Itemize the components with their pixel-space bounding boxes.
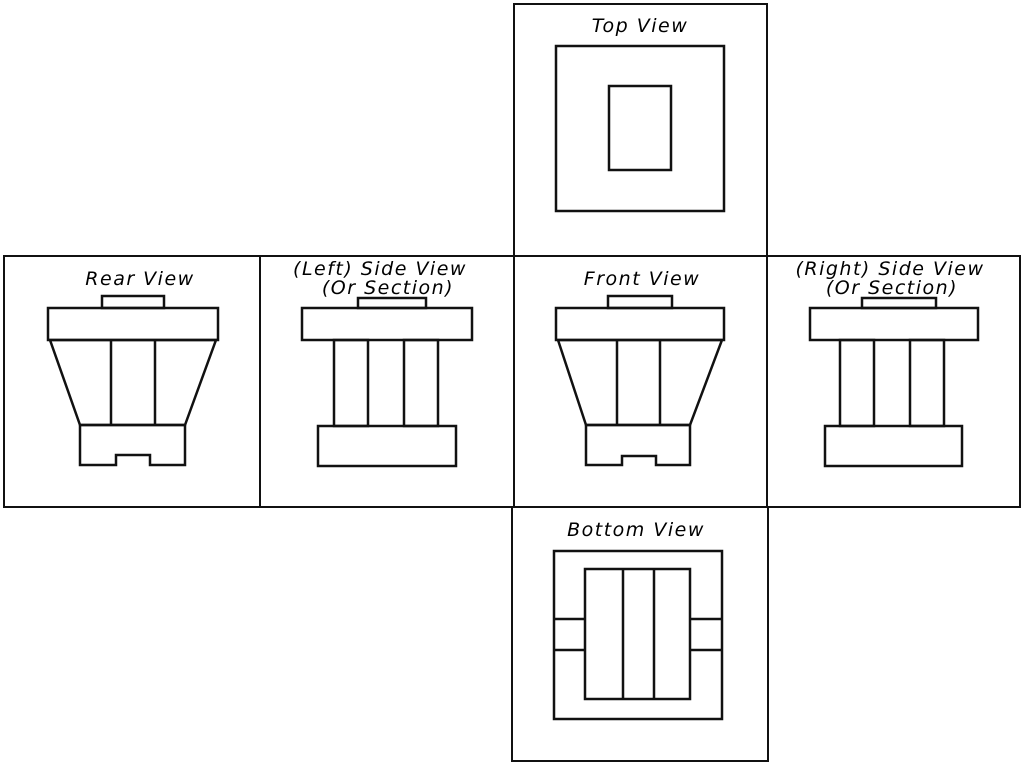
right-side-view-top-knob <box>860 296 938 310</box>
left-side-view-panel: (Left) Side View (Or Section) <box>259 255 515 508</box>
bottom-view-frame <box>511 506 769 762</box>
rear-view-cap <box>46 306 220 342</box>
top-view-inner-rect <box>607 84 673 172</box>
right-side-view-web-right <box>908 338 946 428</box>
top-view-outer-square <box>554 44 726 213</box>
left-side-view-web-left <box>332 338 370 428</box>
front-view-base <box>584 423 692 467</box>
right-side-view-panel: (Right) Side View (Or Section) <box>766 255 1021 508</box>
rear-view-panel: Rear View <box>3 255 261 508</box>
bottom-view-inner-block <box>583 567 692 701</box>
front-view-title: Front View <box>584 268 700 290</box>
right-side-view-subtitle: (Or Section) <box>826 277 958 299</box>
right-side-view-flange-bottom <box>823 424 964 468</box>
top-view-frame <box>513 3 768 257</box>
right-side-view-title: (Right) Side View <box>795 258 984 280</box>
front-view-tapered-body <box>556 338 724 427</box>
bottom-view-outer-square <box>552 549 724 721</box>
top-view-title: Top View <box>592 15 689 37</box>
front-view-cap <box>554 306 726 342</box>
top-view-panel: Top View <box>513 3 768 257</box>
front-view-panel: Front View <box>513 255 768 508</box>
bottom-view-title: Bottom View <box>567 519 705 541</box>
rear-view-base <box>78 423 187 467</box>
left-side-view-web-right <box>402 338 440 428</box>
left-side-view-flange-bottom <box>316 424 458 468</box>
left-side-view-subtitle: (Or Section) <box>322 277 454 299</box>
left-side-view-flange-top <box>300 306 474 342</box>
rear-view-frame <box>3 255 261 508</box>
left-side-view-title: (Left) Side View <box>293 258 467 280</box>
rear-view-top-knob <box>100 294 166 310</box>
right-side-view-frame <box>766 255 1021 508</box>
bottom-view-panel: Bottom View <box>511 506 769 762</box>
left-side-view-top-knob <box>356 296 428 310</box>
rear-view-title: Rear View <box>85 268 194 290</box>
front-view-top-knob <box>606 294 674 310</box>
right-side-view-flange-top <box>808 306 980 342</box>
rear-view-tapered-body <box>48 338 218 427</box>
right-side-view-web-left <box>838 338 876 428</box>
front-view-frame <box>513 255 768 508</box>
